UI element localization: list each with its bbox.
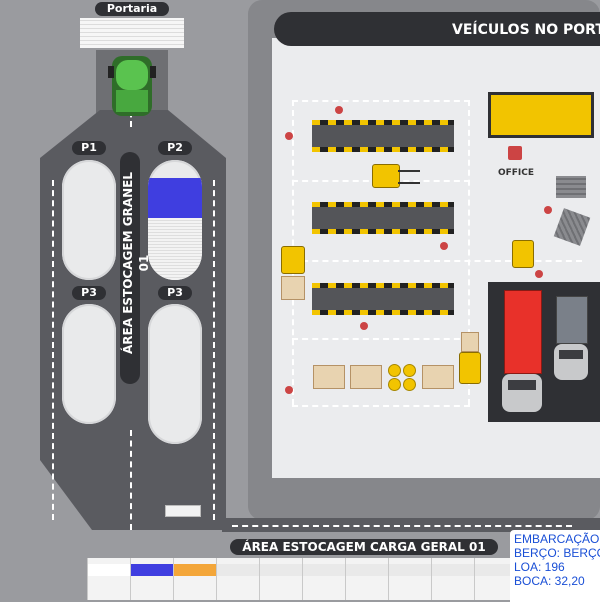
- lane-dash-3: [292, 260, 582, 262]
- worker-2: [285, 132, 293, 140]
- conveyor-2[interactable]: [312, 202, 454, 234]
- cargo-box-2[interactable]: [350, 365, 382, 389]
- forklift-4-load: [461, 332, 479, 352]
- storage-cell[interactable]: [345, 558, 388, 600]
- office-icon: [508, 146, 522, 160]
- office-building[interactable]: [488, 92, 594, 138]
- vehicles-title: VEÍCULOS NO PORT: [452, 22, 600, 38]
- forklift-3[interactable]: [512, 240, 534, 268]
- conveyor-3[interactable]: [312, 283, 454, 315]
- forklift-1-forks: [398, 170, 420, 184]
- lane-dash-5: [292, 405, 470, 407]
- forklift-1[interactable]: [372, 164, 400, 188]
- silo-p2-fill: [148, 178, 202, 218]
- silo-p2[interactable]: [148, 160, 202, 280]
- lane-dash-4: [292, 338, 470, 340]
- silo-p3b[interactable]: [148, 304, 202, 444]
- lane-dash-1: [292, 100, 470, 102]
- silo-p3a-label: P3: [72, 286, 106, 300]
- truck-red[interactable]: [502, 290, 542, 414]
- portaria-label: Portaria: [95, 2, 169, 16]
- pallet-stack-1: [556, 176, 586, 198]
- embarcacao-title: EMBARCAÇÃO:: [514, 532, 600, 546]
- vehicles-title-bar: [274, 12, 600, 46]
- silo-p3b-label: P3: [158, 286, 192, 300]
- lower-road-dash: [232, 525, 572, 527]
- worker-1: [335, 106, 343, 114]
- worker-5: [535, 270, 543, 278]
- road-dashes-4: [213, 180, 215, 520]
- worker-7: [285, 386, 293, 394]
- gate-barrier: [80, 18, 184, 48]
- drum-2[interactable]: [403, 364, 416, 377]
- drum-3[interactable]: [388, 378, 401, 391]
- storage-cell[interactable]: [130, 558, 173, 600]
- storage-cell-fill: [131, 564, 173, 576]
- storage-cells: [87, 558, 517, 600]
- parking-bay: [165, 505, 201, 517]
- silo-p1-label: P1: [72, 141, 106, 155]
- storage-cell[interactable]: [302, 558, 345, 600]
- storage-cell[interactable]: [173, 558, 216, 600]
- road-dashes-3: [52, 180, 54, 520]
- road-dashes-2: [130, 430, 132, 530]
- lane-dash-v2: [468, 100, 470, 405]
- forklift-4[interactable]: [459, 352, 481, 384]
- storage-cell-fill: [260, 564, 302, 576]
- silo-p1[interactable]: [62, 160, 116, 280]
- storage-cell[interactable]: [474, 558, 517, 600]
- storage-cell-fill: [303, 564, 345, 576]
- storage-cell[interactable]: [388, 558, 431, 600]
- storage-cell-fill: [432, 564, 474, 576]
- storage-cell-fill: [88, 564, 130, 576]
- storage-cell-fill: [174, 564, 216, 576]
- storage-cell[interactable]: [431, 558, 474, 600]
- worker-6: [360, 322, 368, 330]
- cargo-box-3[interactable]: [422, 365, 454, 389]
- storage-cell-fill: [389, 564, 431, 576]
- storage-cell[interactable]: [216, 558, 259, 600]
- green-truck[interactable]: [108, 56, 156, 118]
- forklift-2-load: [281, 276, 305, 300]
- carga-geral-label: ÁREA ESTOCAGEM CARGA GERAL 01: [230, 539, 498, 555]
- boca-value: BOCA: 32,20: [514, 574, 585, 588]
- drum-4[interactable]: [403, 378, 416, 391]
- granel-divider: [120, 152, 140, 384]
- worker-3: [544, 206, 552, 214]
- storage-cell-fill: [346, 564, 388, 576]
- worker-4: [440, 242, 448, 250]
- berco-value: BERÇO: BERÇO: [514, 546, 600, 560]
- embarcacao-panel: EMBARCAÇÃO: BERÇO: BERÇO LOA: 196 BOCA: …: [510, 530, 600, 602]
- conveyor-1[interactable]: [312, 120, 454, 152]
- cargo-box-1[interactable]: [313, 365, 345, 389]
- storage-cell-fill: [475, 564, 517, 576]
- granel-area-label: ÁREA ESTOCAGEM GRANEL 01: [121, 172, 151, 354]
- storage-cell[interactable]: [87, 558, 130, 600]
- storage-cell-fill: [217, 564, 259, 576]
- forklift-2[interactable]: [281, 246, 305, 274]
- loa-value: LOA: 196: [514, 560, 565, 574]
- drum-1[interactable]: [388, 364, 401, 377]
- silo-p3a[interactable]: [62, 304, 116, 424]
- storage-cell[interactable]: [259, 558, 302, 600]
- office-label: OFFICE: [497, 168, 535, 178]
- silo-p2-label: P2: [158, 141, 192, 155]
- truck-grey[interactable]: [554, 296, 588, 382]
